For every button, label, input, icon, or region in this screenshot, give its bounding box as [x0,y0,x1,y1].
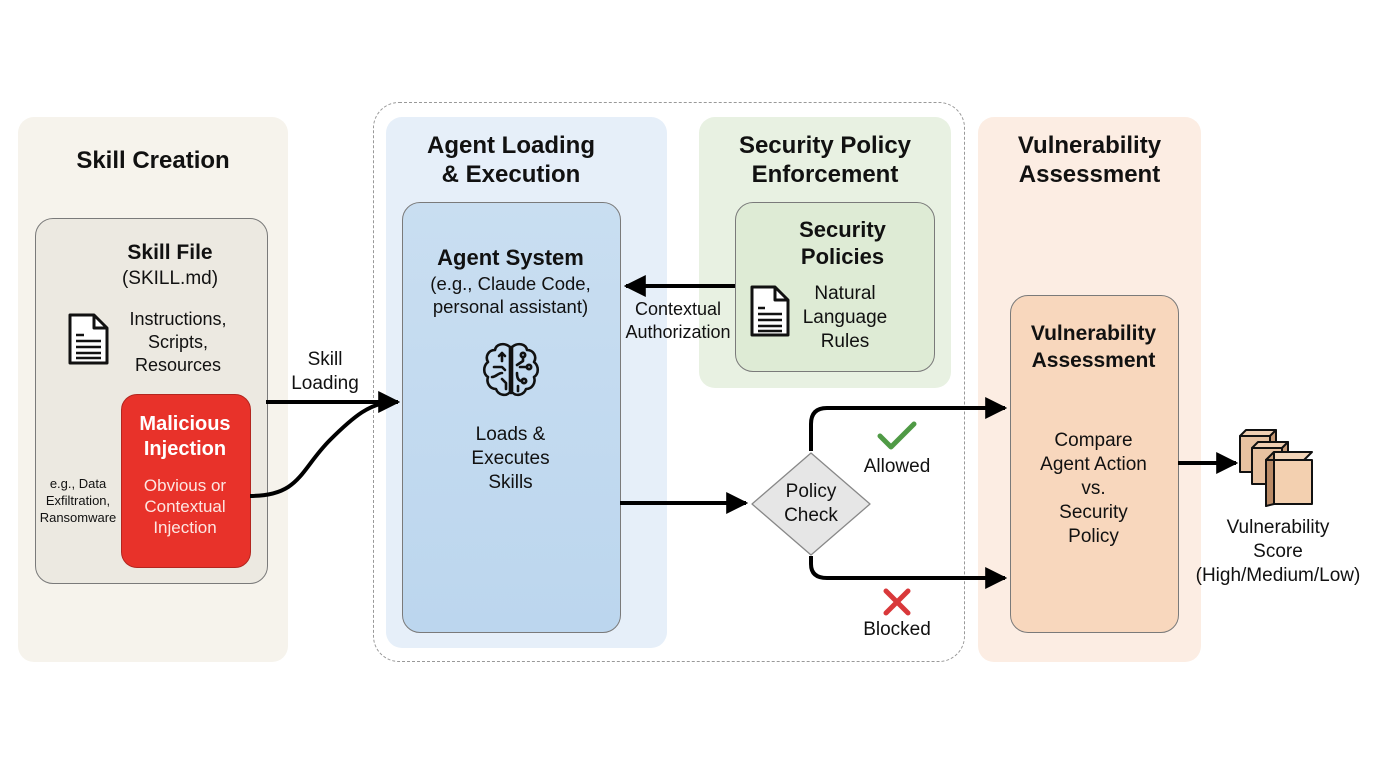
security-policies-description-line: Rules [820,331,870,352]
security-policies-description-line: Language [802,307,888,328]
security-policy-title: Security Policy Enforcement [699,131,951,189]
attack-example-line: Ransomware [39,510,117,525]
vulnerability-box-title-line: Assessment [1031,349,1156,372]
policy-check-label-line: Check [784,505,838,526]
vulnerability-description-line: Compare [1054,430,1133,451]
agent-system-title: Agent System [437,245,584,270]
malicious-injection-subtitle: Obvious or Contextual Injection [121,475,249,538]
contextual-authorization-label-line: Authorization [625,322,731,342]
security-policies-description: Natural Language Rules [790,282,900,354]
malicious-injection-title-line: Injection [143,438,227,460]
document-icon [67,312,111,366]
malicious-injection-box [121,394,251,568]
vulnerability-box-title-line: Vulnerability [1030,322,1157,345]
skill-file-content-line: Instructions, [129,309,227,329]
security-policies-title: Security Policies [760,216,925,270]
skill-loading-label-line: Skill [307,349,343,370]
runtime-group-boundary [373,102,965,662]
security-policies-title-line: Security [799,217,886,242]
agent-loading-title: Agent Loading & Execution [386,131,636,189]
security-policies-title-line: Policies [800,244,885,269]
agent-loading-title-line: Agent Loading [427,132,595,159]
vulnerability-assessment-description: Compare Agent Action vs. Security Policy [1010,429,1177,549]
document-icon [749,284,791,338]
stacked-cubes-icon [1236,428,1318,508]
vulnerability-title: Vulnerability Assessment [978,131,1201,189]
vulnerability-score-label-line: (High/Medium/Low) [1195,565,1361,586]
attack-example-line: Exfiltration, [45,493,111,508]
policy-check-label: Policy Check [760,480,862,528]
allowed-label: Allowed [863,456,931,477]
vulnerability-description-line: vs. [1081,478,1106,499]
vulnerability-score-label-line: Score [1253,541,1303,562]
skill-creation-title: Skill Creation [76,147,230,174]
security-policy-title-line: Enforcement [751,161,899,188]
attack-examples: e.g., Data Exfiltration, Ransomware [34,475,122,526]
agent-system-description-line: Skills [488,472,533,493]
agent-system-subtitle: (e.g., Claude Code, personal assistant) [402,272,619,318]
policy-check-label-line: Policy [785,481,837,502]
blocked-label: Blocked [863,619,931,640]
policy-check-decision [750,451,872,557]
cross-icon [882,587,912,617]
skill-file-title: Skill File [127,241,213,264]
vulnerability-description-line: Policy [1068,526,1119,547]
skill-loading-label-line: Loading [291,373,359,394]
vulnerability-title-line: Vulnerability [1017,132,1162,159]
malicious-injection-subtitle-line: Obvious or [143,476,227,495]
vulnerability-score-label-line: Vulnerability [1226,517,1330,538]
vulnerability-assessment-box [1010,295,1179,633]
contextual-authorization-label: Contextual Authorization [620,298,736,344]
agent-system-subtitle-line: personal assistant) [432,296,589,317]
agent-system-description-line: Executes [471,448,550,469]
agent-system-description-line: Loads & [475,424,546,445]
contextual-authorization-label-line: Contextual [634,299,722,319]
skill-file-content-line: Resources [134,355,222,375]
security-policy-title-line: Security Policy [738,132,912,159]
agent-loading-title-line: & Execution [441,161,581,188]
agent-system-description: Loads & Executes Skills [402,423,619,495]
malicious-injection-title-line: Malicious [139,413,231,435]
checkmark-icon [876,420,918,452]
agent-system-subtitle-line: (e.g., Claude Code, [430,273,591,294]
malicious-injection-subtitle-line: Contextual [144,497,226,516]
security-policies-description-line: Natural [814,283,876,304]
vulnerability-description-line: Agent Action [1040,454,1147,475]
agent-system-box [402,202,621,633]
vulnerability-assessment-box-title: Vulnerability Assessment [1010,320,1177,374]
vulnerability-description-line: Security [1059,502,1128,523]
skill-file-content-line: Scripts, [147,332,208,352]
vulnerability-title-line: Assessment [1018,161,1161,188]
malicious-injection-subtitle-line: Injection [153,518,217,537]
vulnerability-score-label: Vulnerability Score (High/Medium/Low) [1180,516,1376,588]
skill-loading-label: Skill Loading [290,348,360,396]
malicious-injection-title: Malicious Injection [121,412,249,462]
skill-file-contents: Instructions, Scripts, Resources [114,308,242,377]
attack-example-line: e.g., Data [49,476,107,491]
skill-file-subtitle: (SKILL.md) [121,268,219,289]
brain-icon [480,339,542,401]
